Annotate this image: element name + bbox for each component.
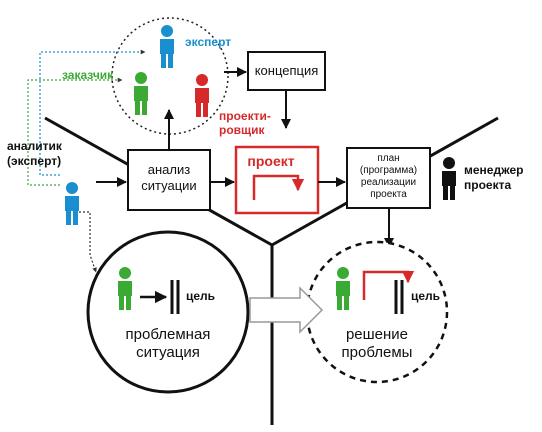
analyst-label-line1: аналитик (7, 139, 62, 153)
plan-label-line3: реализации (360, 177, 417, 188)
manager-person-icon (442, 157, 456, 200)
problem-goal-label: цель (186, 289, 216, 303)
plan-label-line1: план (377, 153, 400, 164)
solution-goal-graphic (362, 270, 415, 314)
solution-goal-label: цель (411, 289, 441, 303)
problem-label-line2: ситуация (136, 344, 200, 361)
analysis-box (127, 149, 211, 211)
analyst-label-line2: (эксперт) (7, 154, 62, 168)
project-label: проект (247, 153, 295, 169)
problem-label-line1: проблемная (125, 326, 211, 343)
expert-person-icon (160, 25, 174, 68)
problem-circle (86, 230, 250, 394)
solution-label-line1: решение (345, 326, 409, 343)
problem-goal-graphic (140, 280, 180, 314)
designer-label-line2: ровщик (219, 123, 265, 137)
analysis-label-line2: ситуации (141, 178, 197, 193)
analysis-label-line1: анализ (147, 162, 191, 177)
manager-label-line2: проекта (464, 178, 512, 192)
expert-label: эксперт (185, 35, 232, 49)
plan-label-line4: проекта (370, 189, 407, 200)
project-box (234, 145, 320, 215)
designer-person-icon (195, 74, 209, 117)
manager-label-line1: менеджер (464, 163, 524, 177)
concept-label: концепция (254, 63, 319, 78)
designer-label-line1: проекти- (219, 109, 271, 123)
dotted-connectors (27, 49, 146, 273)
customer-label: заказчик (62, 68, 114, 82)
plan-label-line2: (программа) (359, 165, 418, 176)
customer-person-icon (134, 72, 148, 115)
solution-label-line2: проблемы (341, 344, 413, 361)
project-step-arrow (252, 174, 305, 200)
flow-arrows (96, 67, 394, 248)
transition-arrow (249, 286, 324, 334)
analyst-person-icon (65, 182, 79, 225)
